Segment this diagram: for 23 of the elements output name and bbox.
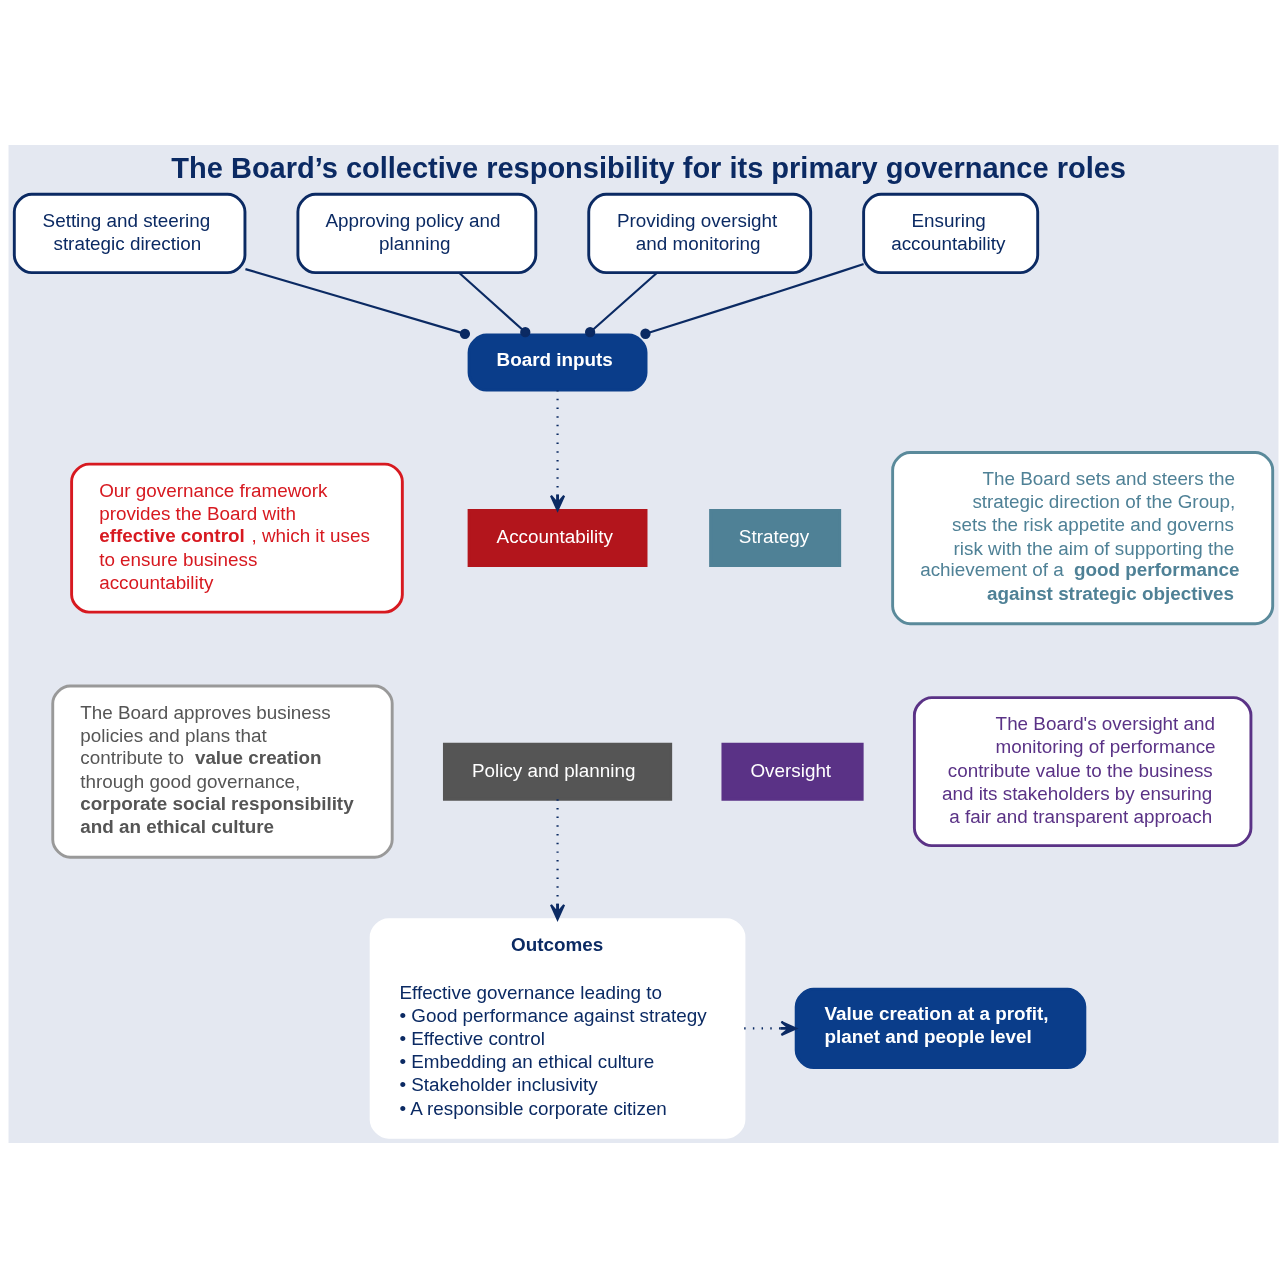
connector [585, 271, 658, 337]
node-box: Providing oversight and monitoring [587, 192, 813, 274]
node-box: Outcomes Effective governance leading to • Good performance against strategy • Effective control • Embedding an ethical culture • Stakeholder inclusivity • A responsible corporate citizen [369, 917, 746, 1139]
connector [458, 271, 531, 337]
node-box: The Board approves business policies and plans that contribute to value creation through good governance, corporate social responsibility and an ethical culture [51, 684, 394, 859]
node-box: Our governance framework provides the Board with effective control, which it uses to ensure business accountability [70, 462, 404, 614]
node-box: Approving policy and planning [296, 192, 538, 274]
node-box: Oversight [721, 742, 864, 801]
node-box: Value creation at a profit, planet and people level [794, 987, 1087, 1069]
node-box: Accountability [467, 508, 648, 567]
diagram-title: The Board’s collective responsibility for its primary governance roles [171, 151, 1126, 184]
arrow [549, 389, 566, 511]
arrow [549, 798, 566, 920]
node-box: Policy and planning [442, 742, 673, 801]
node-box: The Board sets and steers the strategic direction of the Group, sets the risk appetite and governs risk with the aim of supporting the achievement of a good performance against strategic objectives [891, 450, 1275, 625]
connector [245, 267, 471, 339]
node-box: Ensuring accountability [862, 192, 1040, 274]
arrow [744, 1020, 798, 1036]
node-box: Setting and steering strategic direction [12, 192, 247, 274]
connector [640, 262, 864, 339]
node-box: Board inputs [467, 333, 648, 392]
node-box: The Board's oversight and monitoring of performance contribute value to the business and its stakeholders by ensuring a fair and transparent approach [912, 695, 1253, 847]
node-box: Strategy [709, 508, 842, 567]
